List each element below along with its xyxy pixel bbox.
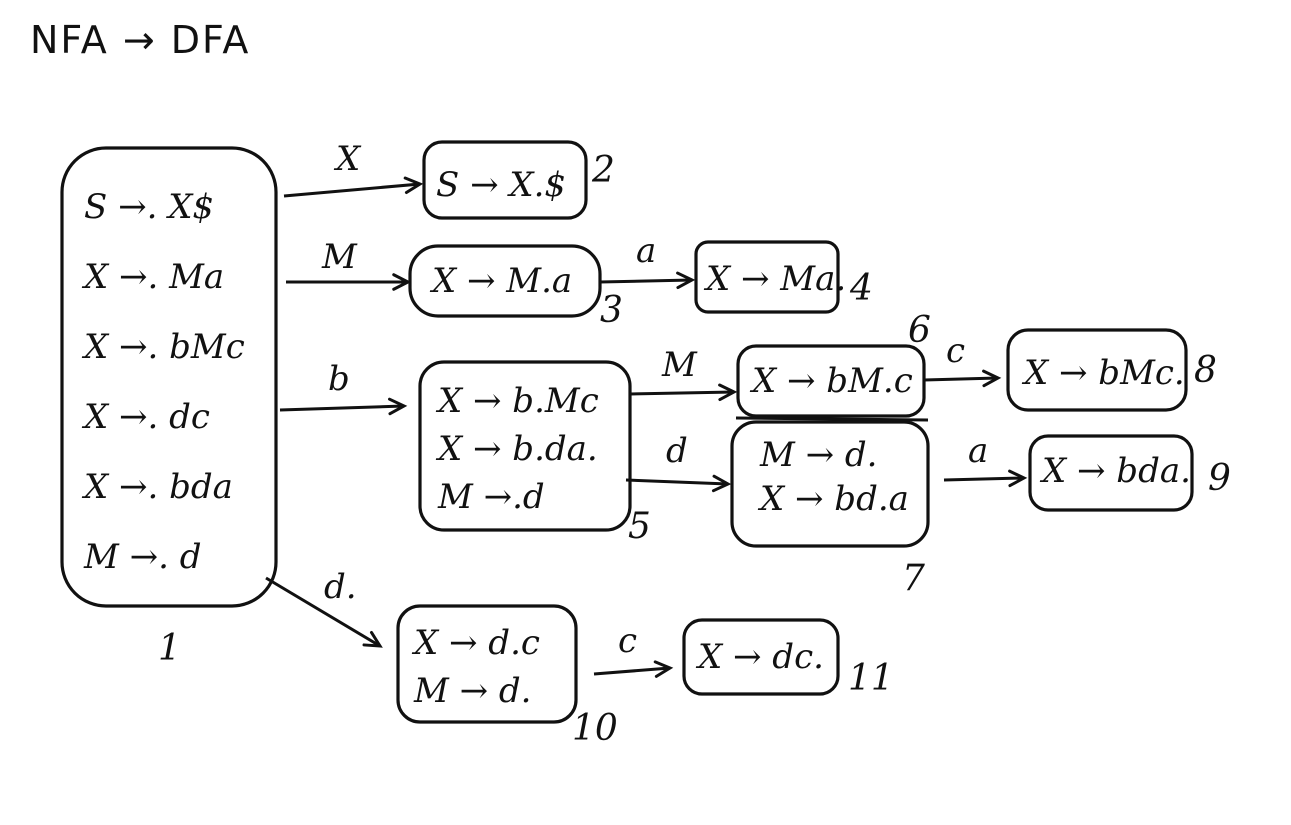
state-1-number: 1: [158, 628, 181, 669]
state-3-number: 3: [600, 290, 623, 331]
state-10-number: 10: [572, 708, 618, 749]
state-box-6: [736, 344, 926, 418]
state-10-item: M → d.: [413, 671, 532, 711]
state-6-item: X → bM.c: [749, 361, 913, 401]
transition-arrow: [629, 390, 735, 396]
transition-arrow: [923, 376, 999, 382]
state-1-item: M →. d: [83, 537, 202, 577]
state-divider: [735, 416, 929, 422]
state-5-item: X → b.da.: [435, 429, 598, 469]
arrow-head-icon: [1008, 469, 1028, 488]
state-box-1: [60, 146, 278, 608]
state-5-number: 5: [628, 506, 651, 547]
transition-label: d.: [324, 567, 357, 607]
transition-arrow: [283, 182, 421, 198]
arrow-head-icon: [982, 369, 1002, 388]
state-box-4: [694, 240, 840, 314]
state-box-8: [1006, 328, 1188, 412]
state-4-number: 4: [849, 268, 873, 309]
state-7-item: M → d.: [759, 435, 878, 475]
arrow-head-icon: [676, 271, 696, 290]
state-4-item: X → Ma.: [703, 259, 846, 299]
transition-arrow: [599, 278, 693, 284]
arrow-head-icon: [392, 273, 412, 291]
state-1-item: X →. bda: [81, 467, 233, 507]
state-5-item: M →.d: [437, 477, 545, 517]
arrow-head-icon: [653, 660, 674, 678]
state-1-item: X →. bMc: [81, 327, 245, 367]
transition-arrow: [265, 576, 381, 648]
arrow-head-icon: [718, 383, 738, 402]
state-6-number: 6: [908, 310, 931, 351]
state-box-2: [422, 140, 588, 220]
arrow-head-icon: [403, 176, 424, 194]
state-7-number: 7: [902, 558, 925, 599]
state-3-item: X → M.a: [429, 261, 572, 301]
state-2-number: 2: [591, 150, 615, 191]
state-box-11: [682, 618, 840, 696]
state-1-item: X →. Ma: [81, 257, 224, 297]
state-5-item: X → b.Mc: [435, 381, 599, 421]
arrow-head-icon: [362, 630, 383, 648]
state-box-10: [396, 604, 578, 724]
arrow-head-icon: [711, 474, 732, 493]
state-1-item: X →. dc: [81, 397, 210, 437]
state-box-7: [730, 420, 930, 548]
state-7-item: X → bd.a: [757, 479, 909, 519]
state-8-number: 8: [1194, 350, 1217, 391]
transition-arrow: [593, 666, 671, 676]
state-2-item: S → X.$: [436, 165, 566, 205]
transition-label: c: [618, 621, 637, 661]
state-11-item: X → dc.: [695, 637, 824, 677]
state-8-item: X → bMc.: [1021, 353, 1185, 393]
arrow-head-icon: [388, 397, 408, 416]
transition-label: M: [321, 237, 358, 277]
transition-label: X: [333, 139, 362, 179]
transition-label: a: [968, 431, 988, 471]
transition-arrow: [943, 476, 1025, 482]
transition-label: a: [636, 231, 656, 271]
transition-label: c: [946, 331, 965, 371]
transition-label: M: [661, 345, 698, 385]
state-9-item: X → bda.: [1039, 451, 1191, 491]
state-box-5: [418, 360, 632, 532]
state-10-item: X → d.c: [411, 623, 540, 663]
state-11-number: 11: [848, 658, 894, 699]
transition-label: b: [328, 359, 350, 399]
state-9-number: 9: [1208, 458, 1231, 499]
diagram-title: NFA → DFA: [30, 18, 251, 62]
transition-arrow: [279, 404, 405, 412]
transition-label: d: [666, 431, 688, 471]
state-box-9: [1028, 434, 1194, 512]
state-1-item: S →. X$: [84, 187, 214, 227]
transition-arrow: [625, 478, 729, 486]
